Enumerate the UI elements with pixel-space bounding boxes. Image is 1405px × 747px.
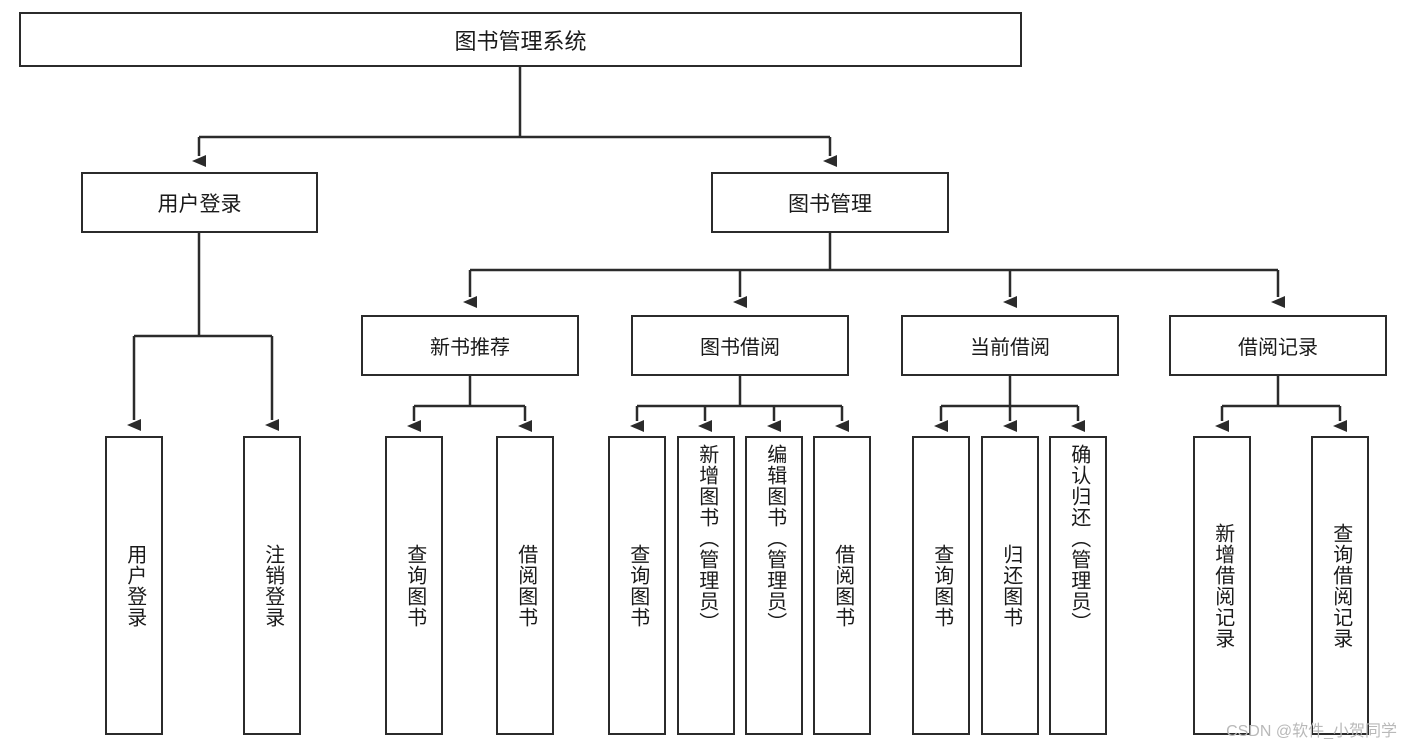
node-leaf-add-book[interactable]: 新增图书（管理员） [677,436,735,735]
node-leaf-confirm-return-label: 确认归还（管理员） [1067,444,1090,633]
node-leaf-add-record[interactable]: 新增借阅记录 [1193,436,1251,735]
node-borrow-record[interactable]: 借阅记录 [1169,315,1387,376]
node-leaf-borrow-book-1[interactable]: 借阅图书 [496,436,554,735]
node-new-book-recommend[interactable]: 新书推荐 [361,315,579,376]
node-leaf-query-book-1[interactable]: 查询图书 [385,436,443,735]
node-leaf-query-record[interactable]: 查询借阅记录 [1311,436,1369,735]
node-leaf-borrow-book-1-label: 借阅图书 [514,543,537,628]
node-new-book-recommend-label: 新书推荐 [430,337,510,359]
node-leaf-edit-book-label: 编辑图书（管理员） [763,444,786,633]
node-current-borrow[interactable]: 当前借阅 [901,315,1119,376]
node-leaf-user-login[interactable]: 用户登录 [105,436,163,735]
node-leaf-user-logout[interactable]: 注销登录 [243,436,301,735]
node-leaf-query-record-label: 查询借阅记录 [1329,522,1352,649]
node-leaf-return-book[interactable]: 归还图书 [981,436,1039,735]
node-user-login-label: 用户登录 [157,192,242,216]
node-book-borrow-label: 图书借阅 [700,337,780,359]
node-leaf-confirm-return[interactable]: 确认归还（管理员） [1049,436,1107,735]
node-current-borrow-label: 当前借阅 [970,337,1050,359]
node-leaf-query-book-2-label: 查询图书 [626,543,649,628]
node-leaf-borrow-book-2-label: 借阅图书 [831,543,854,628]
node-leaf-query-book-1-label: 查询图书 [403,543,426,628]
node-leaf-edit-book[interactable]: 编辑图书（管理员） [745,436,803,735]
node-leaf-query-book-2[interactable]: 查询图书 [608,436,666,735]
node-leaf-user-login-label: 用户登录 [123,543,146,628]
node-root-label: 图书管理系统 [454,28,587,54]
node-borrow-record-label: 借阅记录 [1238,337,1318,359]
node-leaf-user-logout-label: 注销登录 [261,543,284,628]
node-leaf-add-record-label: 新增借阅记录 [1211,522,1234,649]
node-book-borrow[interactable]: 图书借阅 [631,315,849,376]
node-root-book-management-system[interactable]: 图书管理系统 [19,12,1022,67]
node-leaf-query-book-3[interactable]: 查询图书 [912,436,970,735]
node-user-login[interactable]: 用户登录 [81,172,318,233]
watermark: CSDN @软件_小贺同学 [1226,723,1397,740]
node-leaf-add-book-label: 新增图书（管理员） [695,444,718,633]
node-book-manage[interactable]: 图书管理 [711,172,949,233]
node-leaf-borrow-book-2[interactable]: 借阅图书 [813,436,871,735]
node-book-manage-label: 图书管理 [788,192,872,216]
node-leaf-return-book-label: 归还图书 [999,543,1022,628]
node-leaf-query-book-3-label: 查询图书 [930,543,953,628]
